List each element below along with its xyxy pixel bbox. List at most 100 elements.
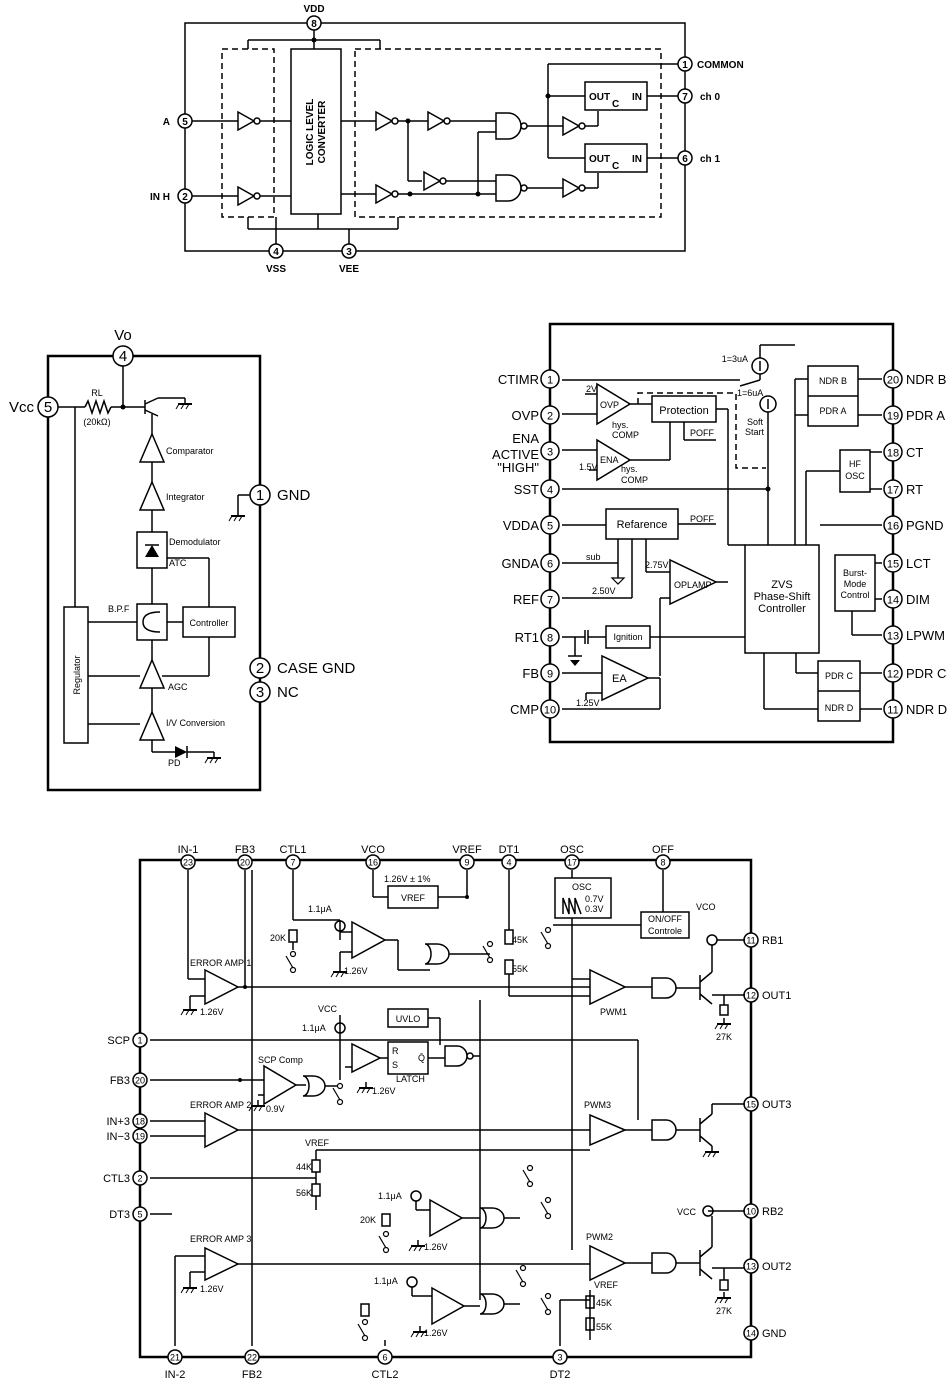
pin-nc <box>249 681 271 703</box>
inverter-icon <box>427 111 451 131</box>
ena-active-label: ACTIVE <box>492 447 539 462</box>
vco-label-1: VCO <box>696 902 716 912</box>
osc-box <box>554 877 612 919</box>
onoff-label-1: ON/OFF <box>648 914 682 924</box>
zvs-pin-3-label: ENA <box>512 431 539 446</box>
ena-comparator <box>596 438 632 482</box>
zvs-pin-12-label: PDR C <box>906 666 946 681</box>
pwm-left-pin-3-num: 19 <box>135 1132 145 1142</box>
osc-block-label: OSC <box>572 882 592 892</box>
pwm-right-pin-4-circle <box>743 1258 759 1274</box>
vcc-label-2: VCC <box>677 1207 697 1217</box>
pin-inh-num: 2 <box>182 192 188 203</box>
pwm-left-pin-0-circle <box>132 1032 148 1048</box>
burst-label-1: Burst- <box>843 568 867 578</box>
vref-label-3: VREF <box>594 1280 619 1290</box>
diagram-zvs-controller: 1CTIMR2OVP3ENA4SST5VDDA6GNDA7REF8RT19FB1… <box>492 322 947 744</box>
v250-label: 2.50V <box>592 586 616 596</box>
zvs-pin-13-label: LPWM <box>906 628 945 643</box>
zvs-pin-6-num: 6 <box>547 559 553 571</box>
pwm-right-pin-3-num: 10 <box>746 1207 756 1217</box>
zvs-pin-4-num: 4 <box>547 485 553 497</box>
pwm-bottom-pin-2-label: CTL2 <box>372 1369 399 1381</box>
scp-comparator <box>263 1064 298 1106</box>
zvs-pin-14-circle <box>883 589 903 609</box>
or-gate-ctl2 <box>479 1293 505 1315</box>
switch-in-label: IN <box>632 154 642 165</box>
vcc-label-1: VCC <box>318 1004 338 1014</box>
zvs-pin-5-num: 5 <box>547 521 553 533</box>
switch-icon <box>357 1318 369 1342</box>
r20k-label: 20K <box>270 933 286 943</box>
onoff-label-2: Controle <box>648 926 682 936</box>
pin-vss-label: VSS <box>266 264 286 275</box>
current-1-label: 1=3uA <box>722 354 748 364</box>
iv-amp <box>138 710 166 741</box>
comparator-label: Comparator <box>166 446 214 456</box>
zvs-pin-19-label: PDR A <box>906 408 945 423</box>
zvs-pin-19-num: 19 <box>887 411 899 423</box>
pwm-top-pin-3-circle <box>365 854 381 870</box>
pwm-left-pin-2-num: 18 <box>135 1117 145 1127</box>
pwm-left-pin-2-label: IN+3 <box>106 1116 130 1128</box>
zvs-pin-18-num: 18 <box>887 448 899 460</box>
pin-vee <box>341 243 357 259</box>
switch-in-label: IN <box>632 92 642 103</box>
r55k-label-1: 55K <box>512 964 528 974</box>
pin-case-gnd-label: CASE GND <box>277 660 356 677</box>
zvs-pin-6-circle <box>540 553 560 573</box>
pwm-bottom-pin-1-num: 22 <box>247 1353 257 1363</box>
latch-q-label: Q̄ <box>418 1053 425 1063</box>
switch-box-ch1 <box>584 143 648 173</box>
pwm-right-pin-0-num: 11 <box>746 936 755 946</box>
v09-label: 0.9V <box>266 1104 285 1114</box>
pwm-left-pin-4-num: 2 <box>137 1174 142 1184</box>
zvs-pin-8-label: RT1 <box>515 630 539 645</box>
pwm-top-pin-0-num: 23 <box>183 858 193 868</box>
regulator-label: Regulator <box>72 655 82 694</box>
scpcomp-label: SCP Comp <box>258 1055 303 1065</box>
zvs-pin-7-circle <box>540 589 560 609</box>
v126-label-5: 1.26V <box>200 1284 224 1294</box>
pwm-right-pin-0-label: RB1 <box>762 935 783 947</box>
zvs-pin-18-circle <box>883 442 903 462</box>
zvs-pin-7-label: REF <box>513 592 539 607</box>
nand-gate-ch1 <box>495 174 522 202</box>
zvs-pin-2-label: OVP <box>512 408 539 423</box>
zvs-pin-12-circle <box>883 663 903 683</box>
zvs-pin-8-num: 8 <box>547 633 553 645</box>
pwm-bottom-pin-3-label: DT2 <box>550 1369 571 1381</box>
ndrd-block-label: NDR D <box>825 703 854 713</box>
pwm-left-pin-5-label: DT3 <box>109 1209 130 1221</box>
photo-ic-package-outline <box>46 354 262 792</box>
zvs-pin-18-label: CT <box>906 445 923 460</box>
demodulator-label: Demodulator <box>169 537 221 547</box>
pwm1-comparator <box>589 968 627 1006</box>
pwm-top-pin-3-num: 16 <box>368 858 378 868</box>
switch-c-label: C <box>612 161 619 172</box>
resistor-rl <box>84 398 112 416</box>
zvs-pin-16-label: PGND <box>906 518 944 533</box>
inverter-icon <box>562 178 586 198</box>
zvs-pin-10-circle <box>540 699 560 719</box>
zvs-pin-4-label: SST <box>514 482 539 497</box>
r45k-label-1: 45K <box>512 935 528 945</box>
r27k-label-1: 27K <box>716 1032 732 1042</box>
and-gate-2 <box>651 1252 677 1274</box>
ground-icon <box>180 1003 198 1016</box>
pin-case-gnd <box>249 657 271 679</box>
pin-a-num: 5 <box>182 117 188 128</box>
v126-label: 1.26V <box>200 1007 224 1017</box>
zvs-label-2: Phase-Shift <box>754 591 811 603</box>
zvs-pin-3-num: 3 <box>547 447 553 459</box>
pwm-left-pin-3-circle <box>132 1128 148 1144</box>
burst-label-3: Control <box>840 590 869 600</box>
vref-block-label: VREF <box>401 893 426 903</box>
integrator-label: Integrator <box>166 492 205 502</box>
pin-nc-num: 3 <box>256 684 264 701</box>
reference-box <box>605 508 679 540</box>
pin-vcc-label: Vcc <box>9 399 35 416</box>
zvs-pin-1-label: CTIMR <box>498 372 539 387</box>
